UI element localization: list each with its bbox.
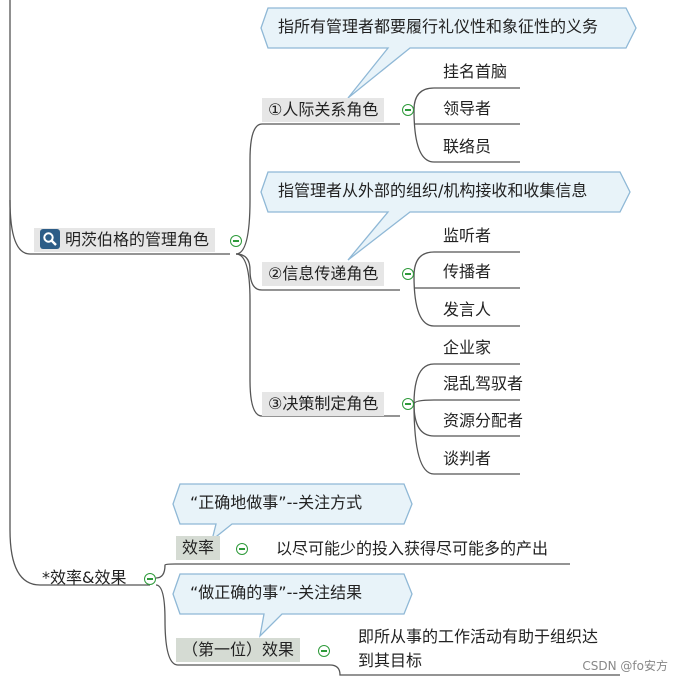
callout-efficiency-text: “正确地做事”--关注方式 bbox=[190, 493, 363, 512]
collapse-main-topic-icon[interactable] bbox=[230, 235, 242, 247]
callout-bubble-interpersonal bbox=[260, 7, 637, 99]
role-interpersonal[interactable]: ①人际关系角色 bbox=[262, 98, 385, 122]
collapse-role-decisional-icon[interactable] bbox=[402, 398, 414, 410]
role-decisional[interactable]: ③决策制定角色 bbox=[262, 392, 385, 416]
main-topic-label: 明茨伯格的管理角色 bbox=[65, 230, 210, 249]
main-topic[interactable]: 明茨伯格的管理角色 bbox=[34, 228, 216, 252]
effectiveness-label: （第一位）效果 bbox=[182, 640, 295, 659]
effectiveness-node[interactable]: （第一位）效果 bbox=[176, 638, 301, 662]
efficiency-node[interactable]: 效率 bbox=[176, 536, 221, 560]
effectiveness-detail-line1: 即所从事的工作活动有助于组织达 bbox=[358, 627, 599, 646]
item-figurehead[interactable]: 挂名首脑 bbox=[443, 62, 508, 81]
magnifier-icon bbox=[40, 229, 60, 249]
role-informational-label: ②信息传递角色 bbox=[268, 264, 379, 283]
efficiency-topic[interactable]: *效率&效果 bbox=[42, 568, 127, 587]
item-entrepreneur[interactable]: 企业家 bbox=[443, 338, 492, 357]
role-interpersonal-label: ①人际关系角色 bbox=[268, 100, 379, 119]
callout-effectiveness-text: “做正确的事”--关注结果 bbox=[190, 583, 363, 602]
item-disseminator[interactable]: 传播者 bbox=[443, 262, 492, 281]
item-spokesperson[interactable]: 发言人 bbox=[443, 300, 492, 319]
watermark: CSDN @fo安方 bbox=[582, 659, 668, 673]
role-informational[interactable]: ②信息传递角色 bbox=[262, 262, 385, 286]
item-liaison[interactable]: 联络员 bbox=[443, 137, 492, 156]
efficiency-label: 效率 bbox=[182, 538, 215, 557]
item-disturbance-handler[interactable]: 混乱驾驭者 bbox=[443, 374, 524, 393]
callout-bubble-effectiveness bbox=[172, 573, 413, 638]
callout-interpersonal-text: 指所有管理者都要履行礼仪性和象征性的义务 bbox=[278, 17, 599, 36]
item-negotiator[interactable]: 谈判者 bbox=[443, 449, 492, 468]
efficiency-detail: 以尽可能少的投入获得尽可能多的产出 bbox=[276, 539, 549, 558]
item-resource-allocator[interactable]: 资源分配者 bbox=[443, 411, 524, 430]
role-decisional-label: ③决策制定角色 bbox=[268, 394, 379, 413]
collapse-effectiveness-icon[interactable] bbox=[318, 645, 330, 657]
effectiveness-detail-line2: 到其目标 bbox=[358, 651, 423, 670]
item-monitor[interactable]: 监听者 bbox=[443, 226, 492, 245]
collapse-role-interpersonal-icon[interactable] bbox=[402, 104, 414, 116]
callout-bubble-informational bbox=[260, 171, 631, 261]
callout-bubble-efficiency bbox=[172, 483, 413, 542]
item-leader[interactable]: 领导者 bbox=[443, 99, 492, 118]
collapse-role-informational-icon[interactable] bbox=[402, 268, 414, 280]
collapse-efficiency-topic-icon[interactable] bbox=[144, 573, 156, 585]
collapse-efficiency-icon[interactable] bbox=[236, 543, 248, 555]
callout-informational-text: 指管理者从外部的组织/机构接收和收集信息 bbox=[278, 181, 588, 200]
